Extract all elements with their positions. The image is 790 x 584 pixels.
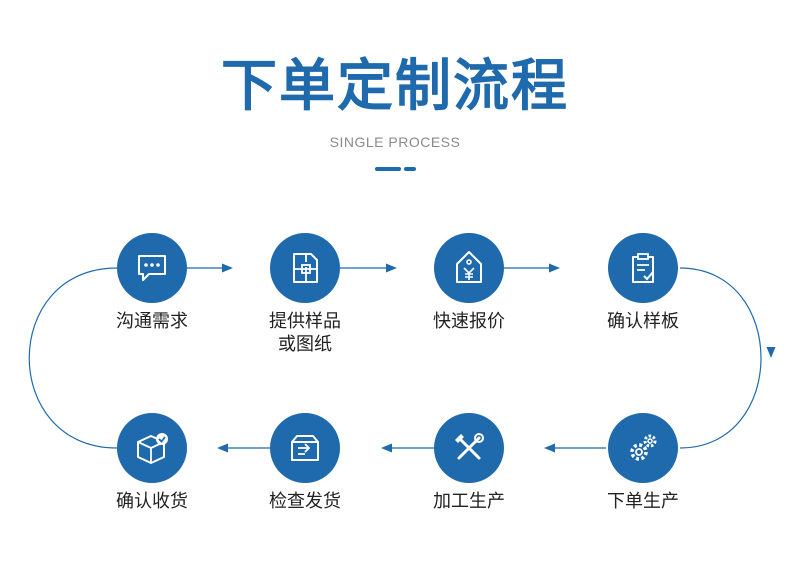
tools-icon	[455, 433, 484, 460]
step-4-node	[608, 233, 678, 303]
step-5-node	[608, 413, 678, 483]
step-5-label: 下单生产	[607, 491, 679, 512]
gears-icon	[630, 434, 657, 461]
step-8-label: 确认收货	[116, 491, 188, 512]
step-7-label: 检查发货	[269, 491, 341, 512]
step-1-label: 沟通需求	[116, 311, 188, 332]
step-6-node	[434, 413, 504, 483]
step-6-label: 加工生产	[433, 491, 505, 512]
page-title: 下单定制流程	[221, 54, 569, 119]
chat-bubble-icon	[138, 255, 166, 281]
step-7-node	[270, 413, 340, 483]
step-4-label: 确认样板	[607, 311, 679, 332]
step-2-label-line2: 或图纸	[278, 334, 332, 355]
step-8-node	[117, 413, 187, 483]
document-sample-icon	[293, 253, 318, 283]
price-tag-icon	[456, 251, 482, 283]
clipboard-check-icon	[632, 253, 654, 283]
step-2-label-line1: 提供样品	[269, 311, 341, 332]
step-1-node	[117, 233, 187, 303]
title-underline-right	[404, 167, 416, 171]
step-3-node	[434, 233, 504, 303]
shipping-box-icon	[291, 435, 319, 461]
step-2-node	[270, 233, 340, 303]
step-3-label: 快速报价	[433, 311, 505, 332]
title-underline-left	[375, 167, 401, 171]
page-subtitle: SINGLE PROCESS	[329, 134, 461, 150]
package-check-icon	[137, 433, 168, 464]
